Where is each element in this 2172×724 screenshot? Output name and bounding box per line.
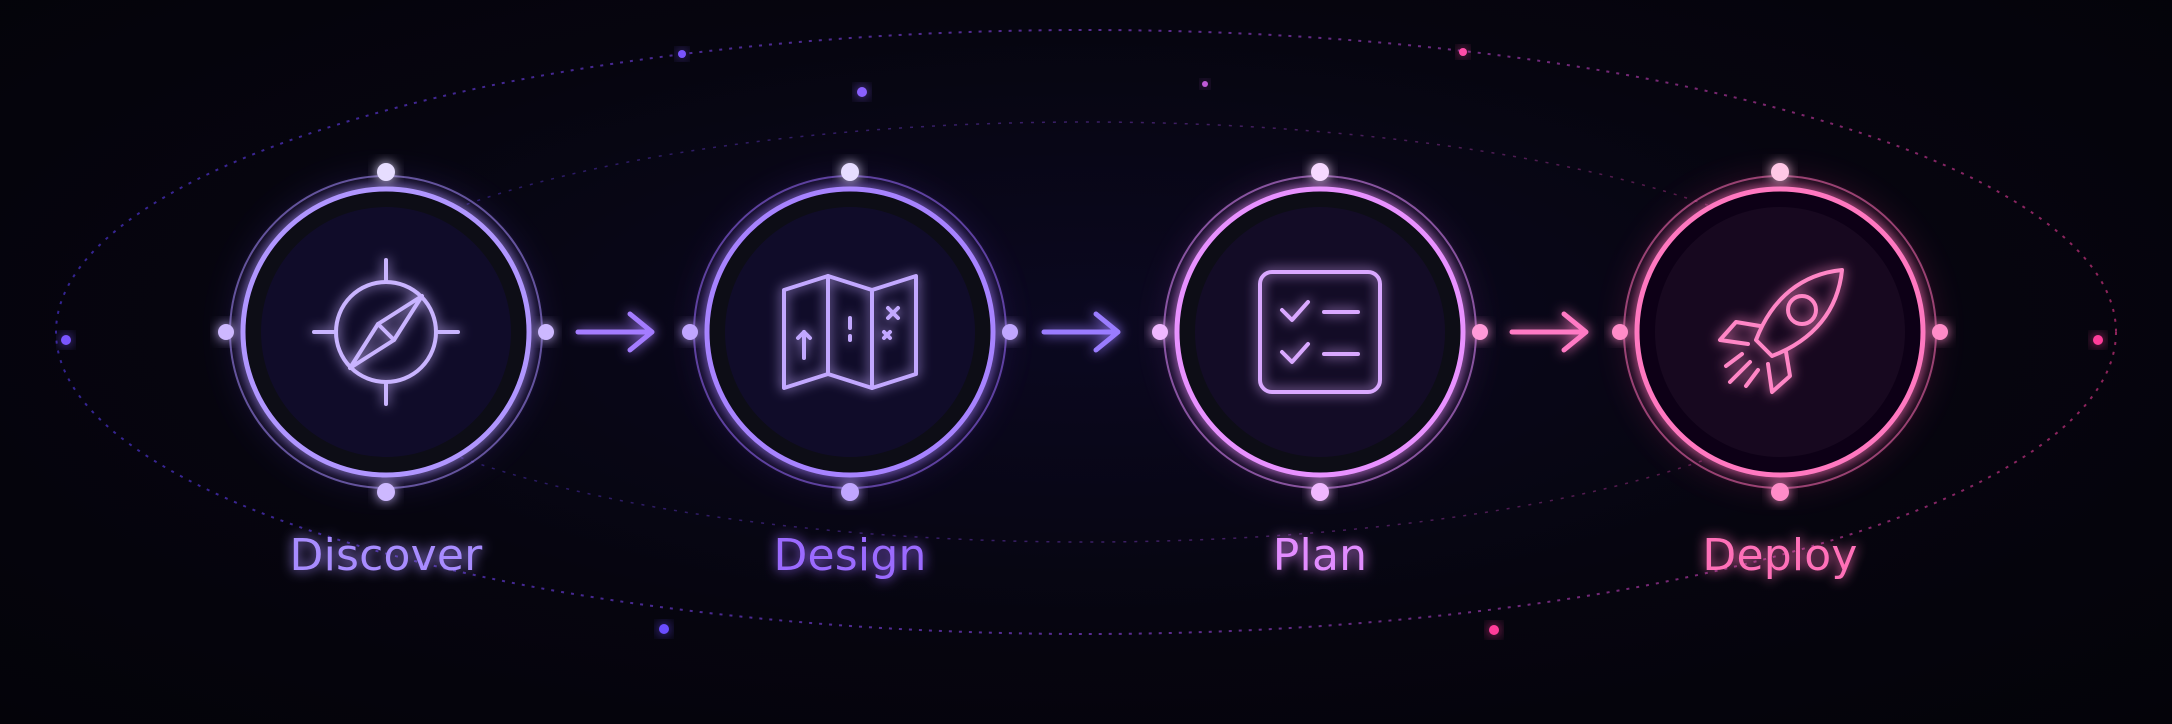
compass-icon <box>312 258 460 406</box>
orbit-dot <box>1489 625 1499 635</box>
step-label-plan: Plan <box>1273 530 1367 581</box>
step-label-discover: Discover <box>290 530 484 581</box>
orbit-dot <box>1459 48 1467 56</box>
step-plan <box>1152 163 1488 501</box>
orbit-dot <box>2093 335 2103 345</box>
arrow-design-to-plan <box>1041 311 1121 353</box>
step-label-deploy: Deploy <box>1702 530 1857 581</box>
step-label-design: Design <box>773 530 926 581</box>
outer-orbit <box>55 29 2117 635</box>
map-icon <box>782 274 918 390</box>
orbit-dot <box>61 335 71 345</box>
arrow-plan-to-deploy <box>1509 311 1589 353</box>
orbit-dot <box>659 624 669 634</box>
orbit-dot <box>1202 81 1208 87</box>
step-deploy <box>1612 163 1948 501</box>
rocket-icon <box>1718 268 1844 394</box>
checklist-icon <box>1258 270 1382 394</box>
orbit-dot <box>678 50 686 58</box>
step-design <box>682 163 1018 501</box>
step-discover <box>218 163 554 501</box>
arrow-discover-to-design <box>575 311 655 353</box>
orbit-dot <box>857 87 867 97</box>
connector-arrows <box>575 311 1589 353</box>
